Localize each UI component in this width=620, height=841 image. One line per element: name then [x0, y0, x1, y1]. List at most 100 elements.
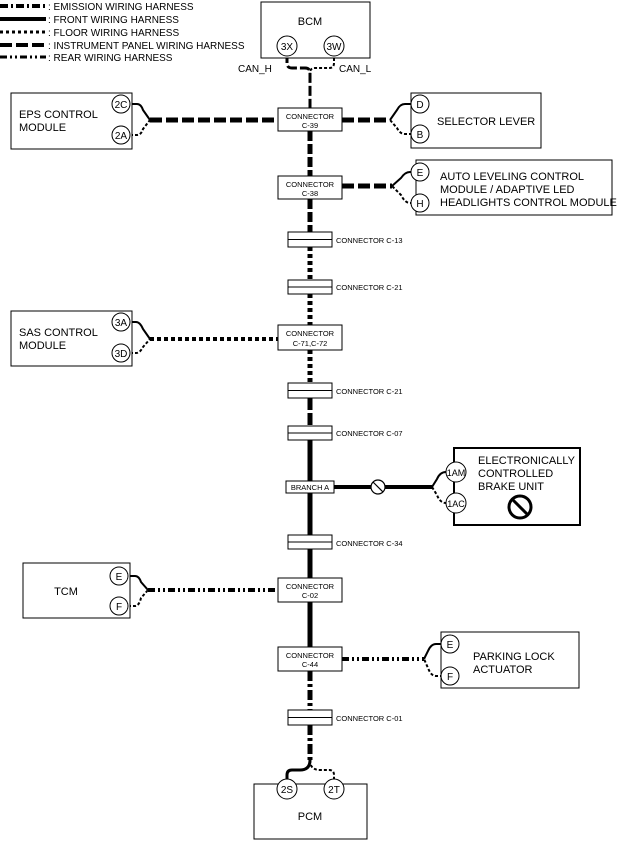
bcm-module: BCM 3X 3W — [260, 1, 371, 59]
branch-a-box — [285, 480, 335, 494]
wire-eps-pin-b — [130, 119, 151, 136]
inline-connector-c13-label: CONNECTOR C-13 — [336, 236, 403, 245]
parking-pin-e — [440, 634, 460, 654]
tcm-pin-e-label: E — [116, 572, 123, 583]
bcm-label: BCM — [298, 16, 322, 28]
inline-connector-c21-upper-label: CONNECTOR C-21 — [336, 283, 403, 292]
connector-c44-line2: C-44 — [302, 660, 318, 669]
sas-pin-3a-label: 3A — [115, 318, 128, 329]
connector-c38-box — [277, 175, 343, 200]
selector-label: SELECTOR LEVER — [437, 116, 535, 128]
branch-a: BRANCH A — [285, 480, 335, 494]
brake-pin-1am — [445, 461, 467, 483]
inline-connector-c07-label: CONNECTOR C-07 — [336, 429, 403, 438]
wire-can-l-pcm — [309, 759, 335, 780]
brake-pin-1ac — [445, 492, 467, 514]
wire-tcm-pin-a — [128, 575, 149, 591]
legend-ip-label: : INSTRUMENT PANEL WIRING HARNESS — [48, 41, 245, 52]
auto-leveling-line2: MODULE / ADAPTIVE LED — [440, 184, 575, 196]
selector-lever-module: SELECTOR LEVER D B — [410, 92, 542, 149]
inline-connector-c21-lower-label: CONNECTOR C-21 — [336, 387, 403, 396]
eps-pin-2a-label: 2A — [115, 131, 128, 142]
inline-connector-c07: CONNECTOR C-07 — [287, 425, 403, 441]
pcm-module: PCM 2S 2T — [253, 778, 368, 840]
tcm-label: TCM — [54, 586, 78, 598]
auto-leveling-line1: AUTO LEVELING CONTROL — [440, 171, 584, 183]
pcm-label: PCM — [298, 811, 322, 823]
sas-label-line2: MODULE — [19, 340, 66, 352]
bcm-pin-3x — [276, 35, 298, 57]
wire-tcm-pin-b — [128, 589, 149, 607]
tcm-pin-e — [109, 566, 129, 586]
connector-c02-line1: CONNECTOR — [286, 582, 335, 591]
legend: : EMISSION WIRING HARNESS : FRONT WIRING… — [0, 2, 245, 64]
prohibited-icon — [507, 494, 533, 520]
brake-label-line2: CONTROLLED — [478, 468, 553, 480]
eps-label-line1: EPS CONTROL — [19, 109, 98, 121]
sas-module: SAS CONTROL MODULE 3A 3D — [10, 310, 133, 367]
wire-selector-pin-b — [389, 119, 412, 135]
wire-al-pin-a — [391, 171, 418, 187]
wire-eps-pin-a — [130, 103, 151, 121]
connector-c39: CONNECTOR C-39 — [277, 107, 343, 132]
bcm-pin-3w-label: 3W — [327, 42, 343, 53]
inline-connector-c01: CONNECTOR C-01 — [287, 709, 403, 726]
parking-pin-f-label: F — [447, 672, 453, 683]
tcm-pin-f-label: F — [116, 602, 122, 613]
wire-can-h-pcm — [285, 759, 312, 780]
connector-c39-line2: C-39 — [302, 121, 318, 130]
inline-connector-c13: CONNECTOR C-13 — [287, 231, 403, 248]
eps-pin-2c — [111, 94, 131, 114]
eps-pin-2a — [111, 125, 131, 145]
parking-lock-module: PARKING LOCK ACTUATOR E F — [440, 631, 580, 689]
trunk-wiring — [285, 53, 335, 780]
wire-al-pin-b — [391, 185, 418, 204]
wire-sas-pin-a — [130, 321, 151, 340]
parking-box — [440, 631, 580, 689]
pcm-pin-2t-label: 2T — [328, 785, 340, 796]
pcm-box — [253, 783, 368, 840]
bcm-pin-3w — [323, 35, 345, 57]
inline-connector-c34: CONNECTOR C-34 — [287, 534, 403, 550]
sas-label-line1: SAS CONTROL — [19, 327, 98, 339]
auto-leveling-pin-h — [410, 193, 430, 213]
not-used-icon — [370, 479, 386, 495]
parking-label-line1: PARKING LOCK — [473, 651, 555, 663]
eps-label-line2: MODULE — [19, 122, 66, 134]
connector-c38-line2: C-38 — [302, 189, 318, 198]
connector-c02-box — [277, 577, 343, 603]
wire-sas-pin-b — [130, 338, 151, 354]
inline-connector-c34-label: CONNECTOR C-34 — [336, 539, 403, 548]
can-l-label: CAN_L — [339, 64, 372, 75]
inline-connector-c21-upper: CONNECTOR C-21 — [287, 279, 403, 295]
brake-pin-1ac-label: 1AC — [447, 499, 465, 509]
auto-leveling-pin-e — [410, 162, 430, 182]
pcm-pin-2s-label: 2S — [281, 785, 294, 796]
wire-brake-pin-a — [431, 471, 447, 488]
inline-connector-c01-label: CONNECTOR C-01 — [336, 714, 403, 723]
selector-pin-d-label: D — [416, 100, 423, 111]
selector-pin-d — [410, 94, 430, 114]
connector-c02-line2: C-02 — [302, 591, 318, 600]
auto-leveling-pin-e-label: E — [417, 168, 424, 179]
connector-c71: CONNECTOR C-71,C-72 — [277, 324, 343, 351]
connector-c02: CONNECTOR C-02 — [277, 577, 343, 603]
connector-c44-box — [277, 646, 343, 672]
brake-label-line3: BRAKE UNIT — [478, 481, 544, 493]
connector-c71-line2: C-71,C-72 — [293, 339, 328, 348]
wire-parking-pin-a — [423, 643, 443, 660]
legend-rear-label: : REAR WIRING HARNESS — [48, 53, 173, 64]
parking-pin-f — [440, 666, 460, 686]
auto-leveling-module: AUTO LEVELING CONTROL MODULE / ADAPTIVE … — [410, 159, 617, 216]
wire-brake-pin-b — [431, 486, 447, 504]
connector-c38-line1: CONNECTOR — [286, 180, 335, 189]
selector-box — [410, 92, 542, 149]
connector-c39-box — [277, 107, 343, 132]
connector-c38: CONNECTOR C-38 — [277, 175, 343, 200]
branch-wiring — [128, 103, 447, 677]
auto-leveling-box — [415, 159, 613, 216]
selector-pin-b — [410, 124, 430, 144]
brake-label-line1: ELECTRONICALLY — [478, 455, 576, 467]
parking-pin-e-label: E — [447, 640, 454, 651]
sas-pin-3a — [111, 312, 131, 332]
